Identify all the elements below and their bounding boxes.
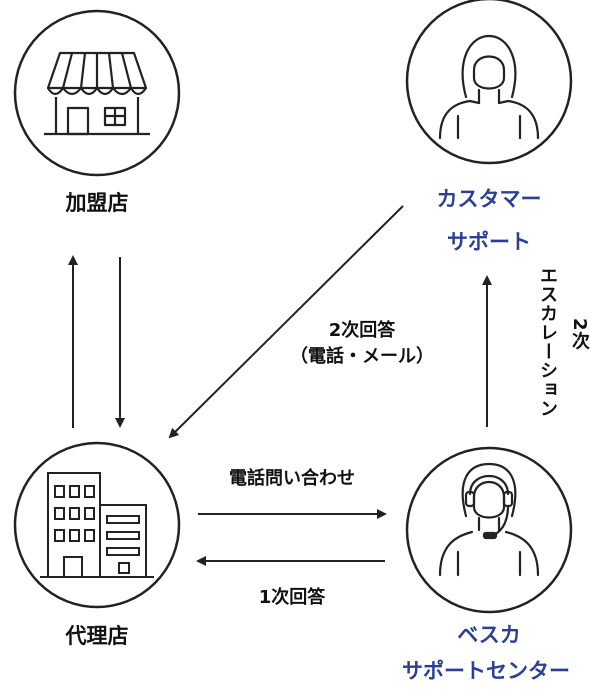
headset-operator-icon [438,462,540,577]
arrows [68,205,492,566]
store-icon [44,51,150,136]
escalation-sub-label: 2次 [569,318,590,351]
arrow-customer-support-to-agency [168,205,404,439]
escalation-label: エスカレーション [537,266,558,418]
office-building-icon [40,472,154,578]
second-answer-line1: 2次回答 [328,320,396,341]
phone-inquiry-label: 電話問い合わせ [229,468,355,489]
second-answer-label: 2次回答 （電話・メール） [262,318,462,370]
customer-support-node [405,0,573,165]
customer-support-label-line1: カスタマー [436,187,542,211]
support-woman-icon [438,34,540,140]
first-answer-label: 1次回答 [258,587,326,608]
franchise-label: 加盟店 [65,191,129,215]
agency-node [13,441,181,609]
customer-support-label-line2: サポート [447,230,531,254]
franchise-node [13,9,181,177]
second-answer-line2: （電話・メール） [290,346,434,368]
agency-label: 代理店 [65,624,129,648]
besca-label-line1: ベスカ [457,623,521,647]
besca-label-line2: サポートセンター [402,659,570,683]
besca-node [405,446,573,614]
